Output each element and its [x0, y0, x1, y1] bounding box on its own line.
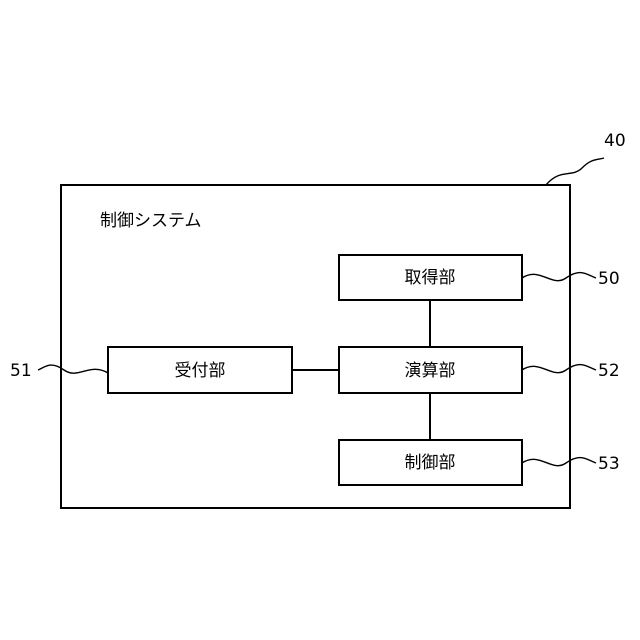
ref-label-52: 52	[598, 361, 620, 381]
ref-label-40: 40	[604, 131, 626, 151]
leader-line-40	[546, 158, 604, 185]
system-title: 制御システム	[100, 211, 202, 231]
block-control-label: 制御部	[405, 453, 456, 473]
ref-label-51: 51	[10, 361, 32, 381]
block-computation-label: 演算部	[405, 361, 456, 381]
ref-label-53: 53	[598, 454, 620, 474]
ref-label-50: 50	[598, 269, 620, 289]
block-reception-label: 受付部	[175, 361, 226, 381]
block-acquisition-label: 取得部	[405, 268, 456, 288]
